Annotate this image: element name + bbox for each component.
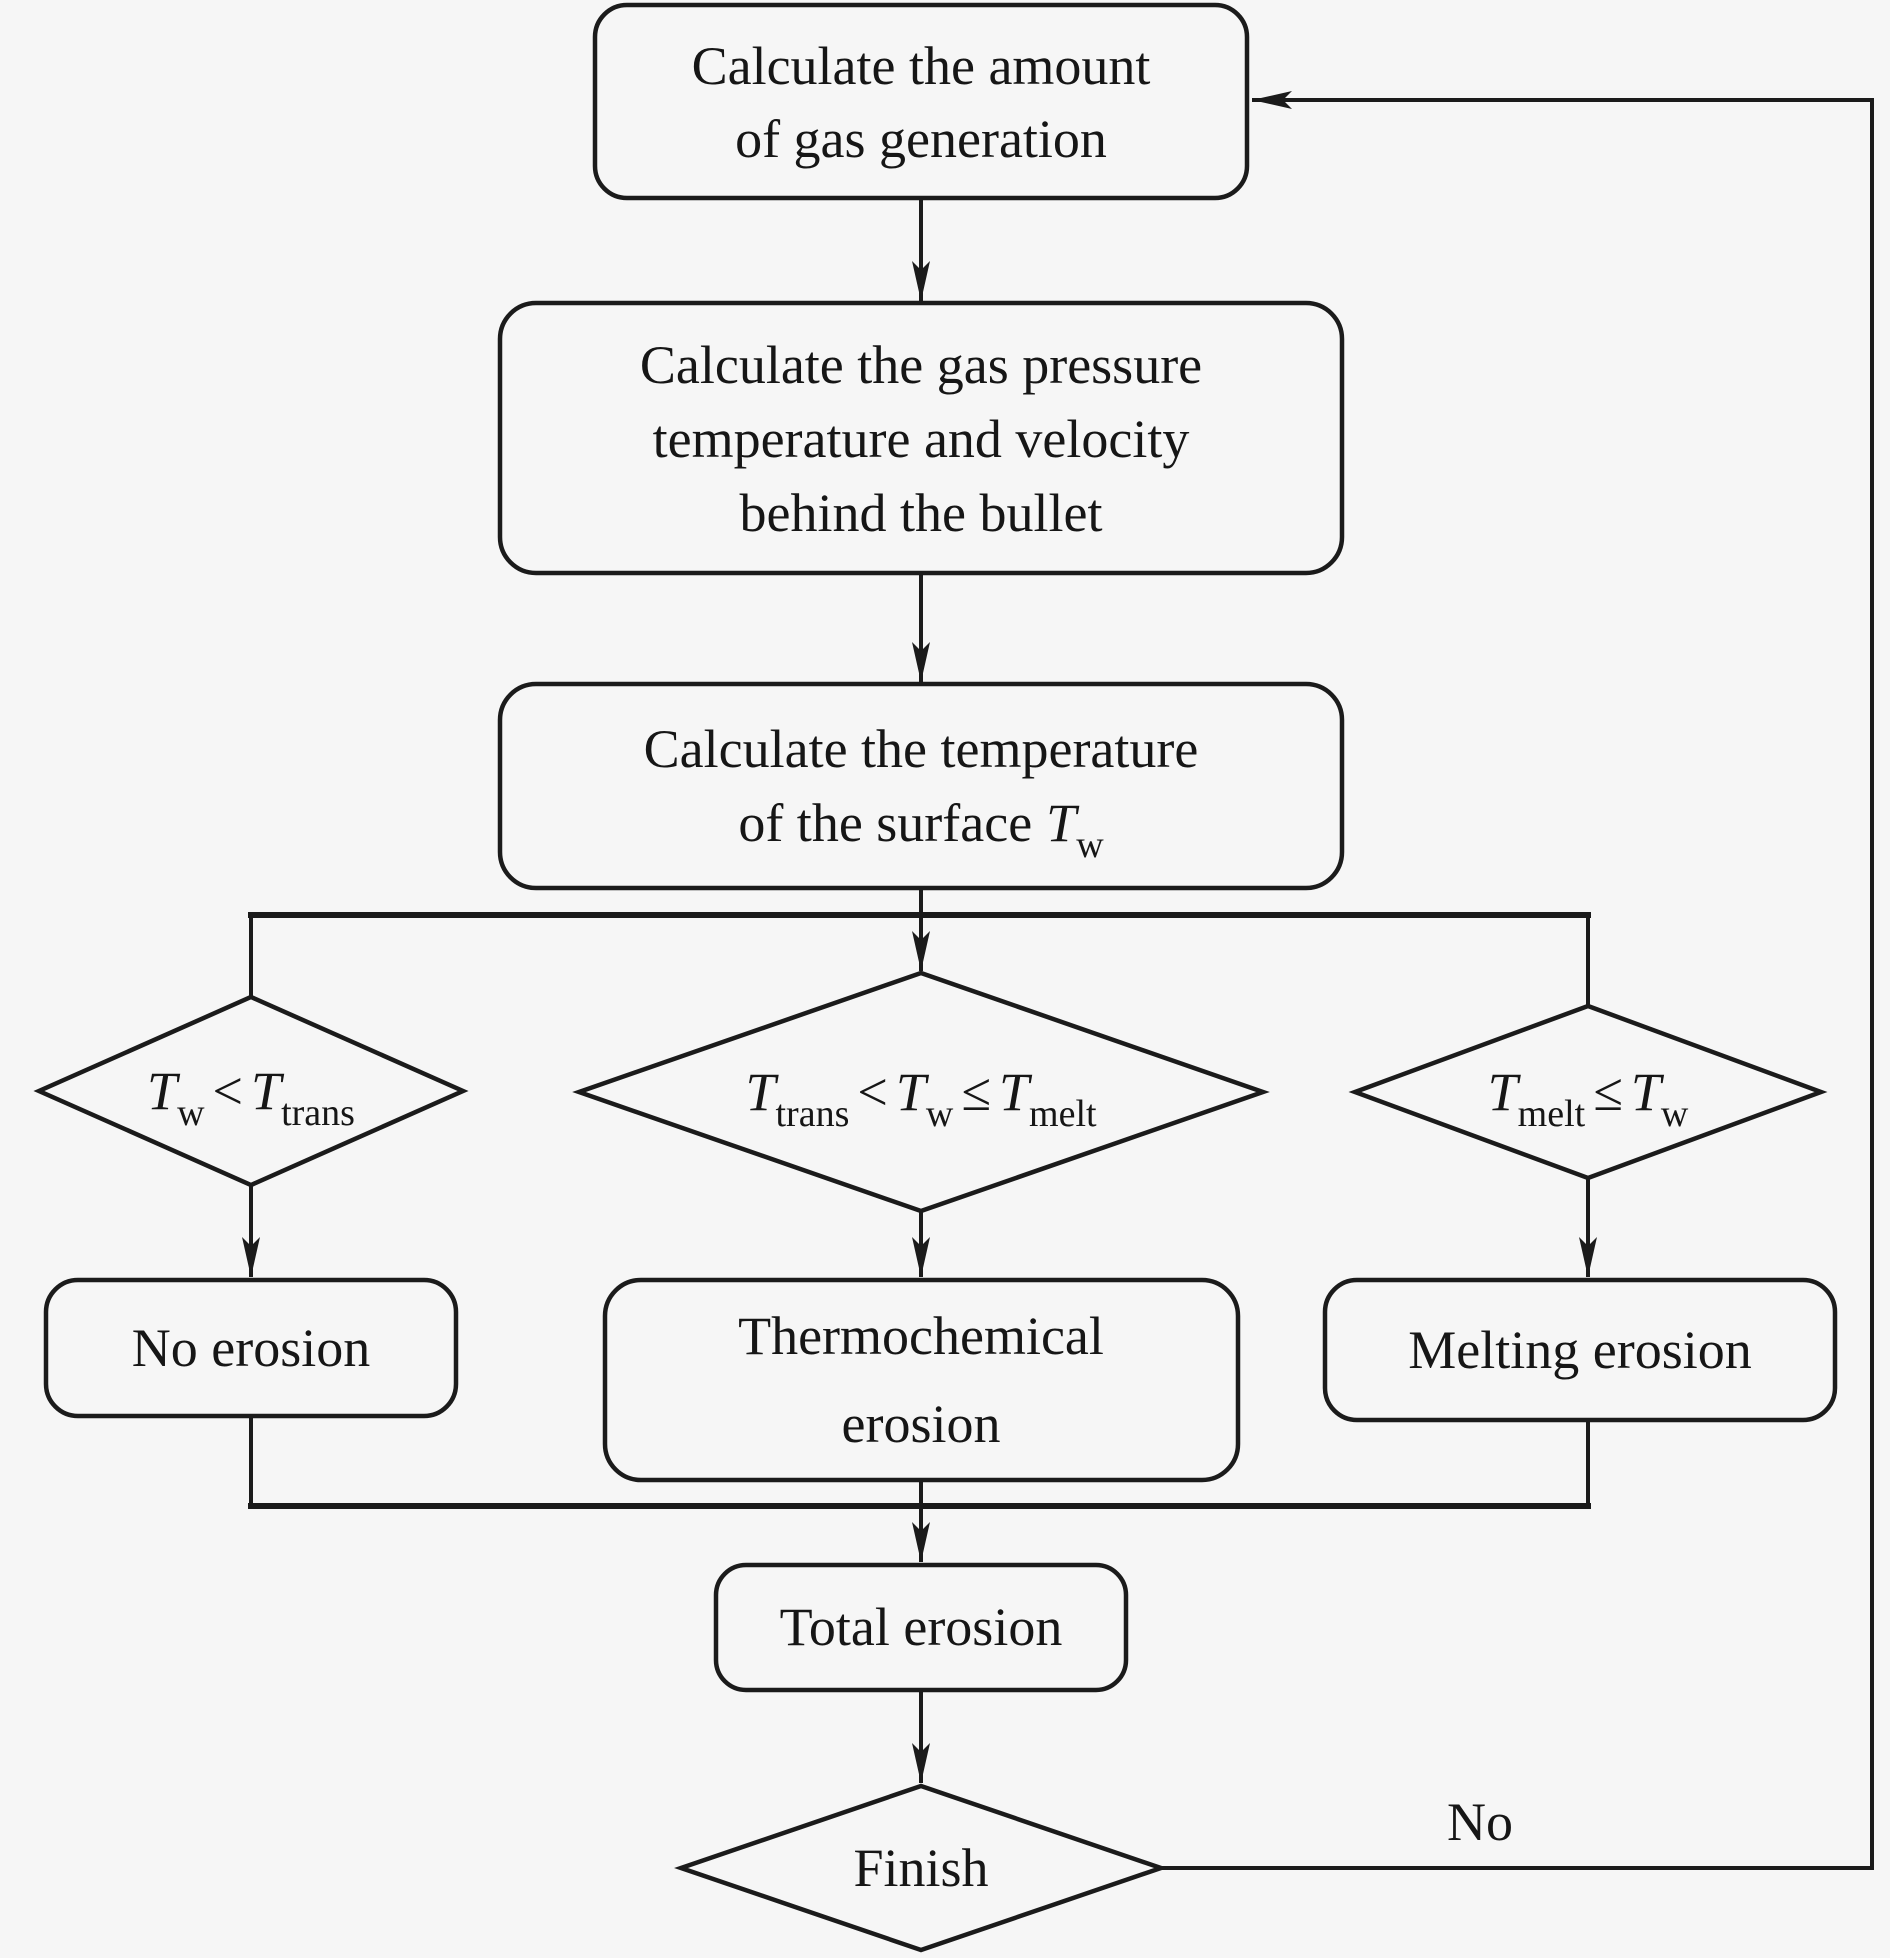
decision-tmelt-tw (1348, 1003, 1828, 1181)
surface-temp-text: of the surface (738, 793, 1032, 853)
process-calc-gas-generation-label-line2: of gas generation (735, 109, 1107, 169)
sub-melt: melt (1518, 1093, 1586, 1135)
var-tw: T (1631, 1062, 1665, 1122)
op-less-equal: ≤ (961, 1062, 991, 1122)
loop-no-feedback (1161, 91, 1874, 1870)
process-calc-surface-temp-label-line1: Calculate the temperature (644, 719, 1199, 779)
decision-tw-less-ttrans (33, 994, 469, 1188)
result-thermochemical-erosion-label-line2: erosion (842, 1394, 1001, 1454)
decision-finish-label: Finish (853, 1838, 988, 1898)
process-calc-gas-generation (592, 2, 1250, 201)
process-calc-gas-pressure (497, 300, 1345, 576)
decision-ttrans-tw-tmelt-label: Ttrans<Tw≤Tmelt (745, 1062, 1097, 1135)
process-calc-gas-generation-label-line1: Calculate the amount (692, 36, 1151, 96)
var-ttrans: T (745, 1062, 779, 1122)
result-no-erosion-label: No erosion (132, 1318, 370, 1378)
edge-label-no: No (1447, 1792, 1513, 1852)
sub-w: w (177, 1092, 205, 1134)
process-calc-gas-pressure-label-line2: temperature and velocity (653, 409, 1190, 469)
result-thermochemical-erosion (602, 1277, 1241, 1483)
op-less-than: < (857, 1062, 887, 1122)
surface-temp-var: T (1046, 793, 1080, 853)
var-tw: T (147, 1061, 181, 1121)
process-calc-gas-pressure-label-line3: behind the bullet (740, 483, 1103, 543)
result-thermochemical-erosion-label-line1: Thermochemical (738, 1306, 1104, 1366)
process-calc-surface-temp (497, 681, 1345, 891)
decision-tw-less-ttrans-label: Tw<Ttrans (147, 1061, 355, 1134)
process-calc-gas-pressure-label-line1: Calculate the gas pressure (640, 335, 1202, 395)
var-tmelt: T (999, 1062, 1033, 1122)
sub-w: w (1661, 1093, 1689, 1135)
op-less-than: < (213, 1061, 243, 1121)
decision-ttrans-tw-tmelt (572, 970, 1270, 1214)
process-total-erosion (713, 1562, 1129, 1693)
sub-trans: trans (281, 1092, 355, 1134)
decision-finish (674, 1783, 1168, 1953)
surface-temp-sub: w (1076, 824, 1104, 866)
process-total-erosion-label: Total erosion (780, 1597, 1063, 1657)
op-less-equal: ≤ (1593, 1062, 1623, 1122)
result-melting-erosion-label: Melting erosion (1408, 1320, 1751, 1380)
sub-melt: melt (1029, 1093, 1097, 1135)
sub-trans: trans (775, 1093, 849, 1135)
var-ttrans: T (251, 1061, 285, 1121)
sub-w: w (926, 1093, 954, 1135)
decision-tmelt-tw-label: Tmelt≤Tw (1488, 1062, 1689, 1135)
result-melting-erosion (1322, 1277, 1838, 1423)
var-tmelt: T (1488, 1062, 1522, 1122)
result-no-erosion (43, 1277, 459, 1419)
var-tw: T (896, 1062, 930, 1122)
